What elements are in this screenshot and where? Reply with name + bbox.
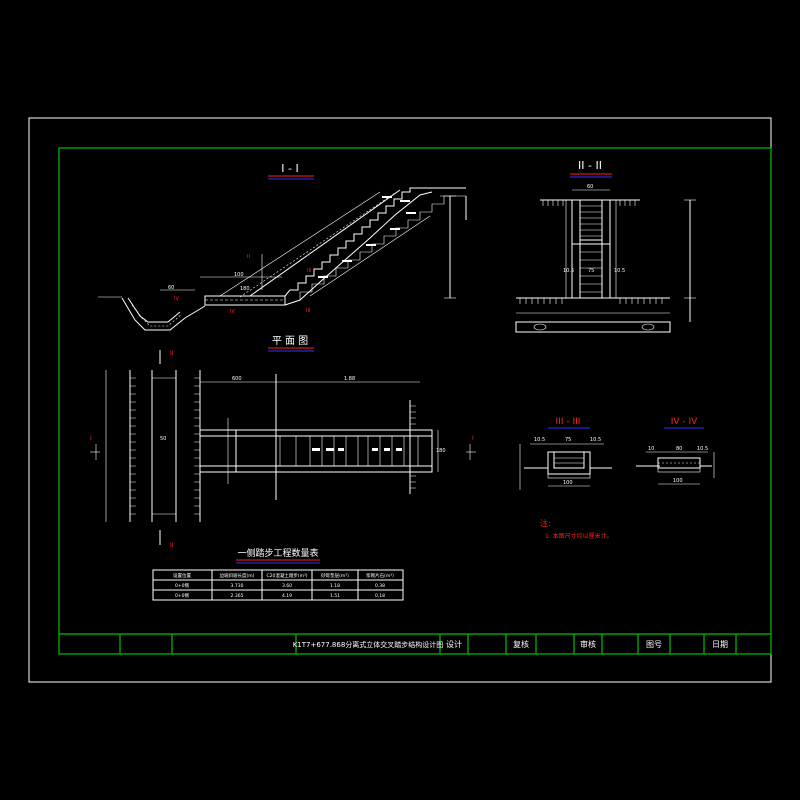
section-i-i: I - I (98, 162, 467, 331)
s4-dim-c: 10.5 (697, 446, 708, 452)
table-title: 一侧踏步工程数量表 (237, 547, 318, 559)
td-0-3: 1.18 (330, 583, 340, 589)
dim-60: 60 (168, 285, 174, 291)
plan-marker-ii-bot: II (170, 542, 174, 549)
section-iii-title: III - III (556, 417, 581, 427)
tb-check: 复核 (513, 639, 529, 649)
section-iv-title: IV - IV (671, 417, 698, 427)
plan-marker-ii-top: II (170, 350, 174, 357)
dim-75-a: 75 (588, 268, 594, 274)
section-ii-ii: II - II 60 10.5 75 10.5 (515, 159, 696, 333)
td-0-4: 0.38 (375, 583, 385, 589)
th-4: 浆砌片石(m³) (366, 572, 394, 579)
tb-drawing-no: 图号 (646, 640, 662, 649)
dim-180: 180 (240, 286, 250, 292)
plan-dim-600: 600 (232, 376, 242, 382)
dim-10-5-a: 10.5 (563, 268, 574, 274)
plan-dim-40: 50 (160, 436, 166, 442)
tb-design: 设计 (446, 639, 462, 649)
ditch-ticks (130, 377, 200, 515)
marker-ii-2: II (307, 252, 310, 258)
title-block: K1T7+677.868分离式立体交叉踏步结构设计图 设计 复核 审核 图号 日… (59, 633, 771, 654)
s4-dim-b: 80 (676, 446, 682, 452)
td-0-0: 0+0侧 (175, 582, 189, 589)
plan-view: 平 面 图 II II I I 50 600 1.88 (90, 335, 476, 549)
th-3: 砂砾垫层(m³) (321, 572, 349, 579)
s3-dim-a: 10.5 (534, 437, 545, 443)
th-2: C20混凝土踏步(m³) (266, 572, 307, 579)
section-ii-ii-title: II - II (578, 159, 602, 172)
s4-dim-a: 10 (648, 446, 654, 452)
notes-title: 注: (540, 518, 551, 528)
section-iii-iii: III - III 10.5 75 10.5 100 (519, 417, 612, 490)
th-0: 设置位置 (173, 572, 191, 579)
marker-ii-1: II (247, 254, 250, 260)
plan-title: 平 面 图 (272, 335, 308, 347)
th-1: 边坡斜坡长度(m) (220, 572, 255, 579)
td-1-0: 0+0侧 (175, 592, 189, 599)
s3-dim-bottom: 100 (563, 480, 573, 486)
plan-marker-i-left: I (90, 435, 92, 442)
plan-step-marks (312, 448, 402, 451)
dim-100: 100 (234, 272, 244, 278)
td-0-2: 3.60 (282, 583, 292, 589)
plan-embank-ticks (410, 405, 416, 489)
marker-iii-3: III (306, 308, 310, 314)
dim-top: 60 (587, 184, 593, 190)
td-0-1: 3.730 (231, 583, 244, 589)
ground-ticks-top (542, 200, 636, 206)
tb-review: 审核 (580, 639, 596, 649)
marker-iii-2: IV (230, 309, 235, 315)
s3-dim-c: 10.5 (590, 437, 601, 443)
marker-iii-1: III (307, 268, 311, 274)
td-1-4: 0.18 (375, 593, 385, 599)
plan-marker-i-right: I (472, 435, 474, 442)
section-iv-iv: IV - IV 10 80 10.5 100 (636, 417, 715, 485)
notes: 注: 1. 本图尺寸均以厘米计。 (540, 518, 613, 540)
plan-dim-188: 1.88 (344, 376, 355, 382)
td-1-1: 2.365 (231, 593, 244, 599)
td-1-2: 4.19 (282, 593, 292, 599)
inner-border (58, 147, 772, 655)
plan-dim-width: 180 (436, 448, 446, 454)
tb-date: 日期 (712, 640, 728, 649)
quantity-table: 一侧踏步工程数量表 设置位置 边坡斜坡长度(m) C20混凝土踏步(m³) 砂砾… (152, 547, 404, 601)
ground-ticks-bottom (519, 298, 663, 304)
drawing-title: K1T7+677.868分离式立体交叉踏步结构设计图 (293, 640, 444, 649)
s4-dim-bottom: 100 (673, 478, 683, 484)
step-hatching (318, 196, 416, 278)
notes-line1: 1. 本图尺寸均以厘米计。 (545, 532, 613, 540)
section-i-i-title: I - I (281, 162, 298, 175)
s3-dim-b: 75 (565, 437, 571, 443)
outer-border (28, 117, 772, 683)
dim-10-5-b: 10.5 (614, 268, 625, 274)
td-1-3: 1.51 (330, 593, 340, 599)
marker-iv: IV (174, 296, 179, 302)
